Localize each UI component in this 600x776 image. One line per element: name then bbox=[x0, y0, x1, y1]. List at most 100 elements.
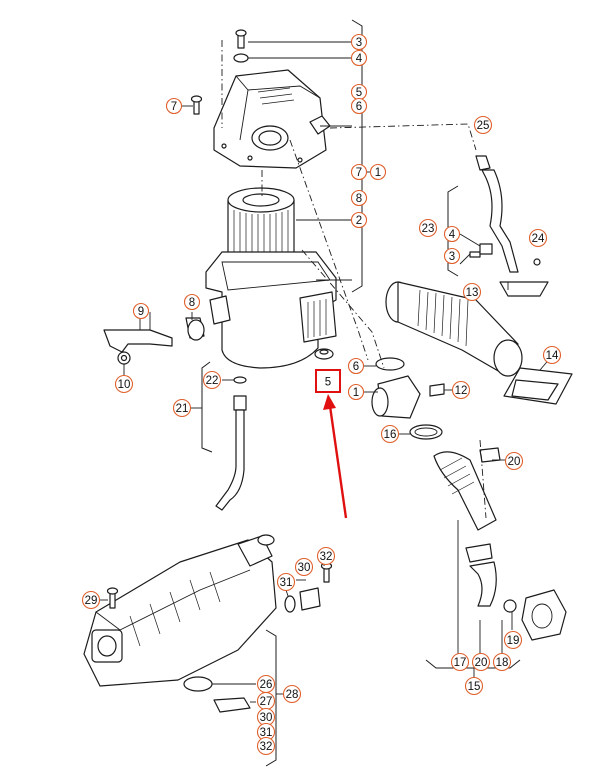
callout-ring bbox=[471, 652, 491, 672]
intake-connector bbox=[371, 357, 445, 440]
callout-ring bbox=[504, 451, 524, 471]
air-filter-element bbox=[227, 187, 295, 264]
callout-ring bbox=[450, 652, 470, 672]
callout-ring bbox=[473, 115, 493, 135]
highlight-marker bbox=[315, 369, 348, 519]
callout-ring bbox=[347, 357, 365, 375]
callout-4: 4 bbox=[443, 225, 461, 243]
callout-ring bbox=[114, 374, 134, 394]
callout-ring bbox=[172, 398, 192, 418]
callout-4: 4 bbox=[350, 49, 368, 67]
callout-ring bbox=[369, 163, 387, 181]
callout-number: 32 bbox=[320, 551, 333, 563]
air-filter-cover bbox=[182, 29, 331, 169]
callout-ring bbox=[132, 302, 150, 320]
callout-31: 31 bbox=[256, 722, 276, 742]
callout-number: 24 bbox=[532, 233, 545, 245]
callout-15: 15 bbox=[464, 676, 484, 696]
callout-ring bbox=[451, 380, 471, 400]
callout-number: 25 bbox=[477, 120, 490, 132]
callout-number: 15 bbox=[468, 681, 481, 693]
callout-number: 6 bbox=[356, 101, 362, 113]
callout-1: 1 bbox=[369, 163, 387, 181]
callout-number: 30 bbox=[298, 562, 311, 574]
callout-ring bbox=[528, 228, 548, 248]
callout-8: 8 bbox=[350, 189, 368, 207]
callout-20: 20 bbox=[471, 652, 491, 672]
callout-16: 16 bbox=[380, 424, 400, 444]
callout-23: 23 bbox=[418, 218, 438, 238]
callout-ring bbox=[282, 684, 302, 704]
callout-ring bbox=[464, 676, 484, 696]
callout-ring bbox=[380, 424, 400, 444]
callout-26: 26 bbox=[256, 674, 276, 694]
callout-number: 1 bbox=[353, 387, 359, 399]
callout-6: 6 bbox=[350, 97, 368, 115]
callout-30: 30 bbox=[256, 707, 276, 727]
callout-ring bbox=[350, 163, 368, 181]
callout-14: 14 bbox=[542, 345, 562, 365]
callout-20: 20 bbox=[504, 451, 524, 471]
callout-number: 14 bbox=[546, 350, 559, 362]
callout-number: 16 bbox=[384, 429, 397, 441]
callout-ring bbox=[542, 345, 562, 365]
callout-22: 22 bbox=[202, 370, 222, 390]
callout-ring bbox=[350, 33, 368, 51]
callout-number: 13 bbox=[466, 287, 479, 299]
callout-number: 7 bbox=[356, 167, 362, 179]
callout-ring bbox=[443, 225, 461, 243]
callout-ring bbox=[81, 590, 101, 610]
callout-ring bbox=[347, 383, 365, 401]
callout-7: 7 bbox=[350, 163, 368, 181]
callout-number: 17 bbox=[454, 657, 467, 669]
callout-number: 19 bbox=[507, 635, 520, 647]
callout-number: 3 bbox=[356, 37, 362, 49]
callout-number: 8 bbox=[189, 297, 195, 309]
callout-31: 31 bbox=[276, 572, 296, 592]
callout-5: 5 bbox=[350, 83, 368, 101]
leader-lines bbox=[100, 41, 553, 703]
callout-number: 30 bbox=[260, 712, 273, 724]
callout-18: 18 bbox=[492, 652, 512, 672]
air-filter-housing bbox=[205, 251, 337, 369]
callout-number: 21 bbox=[176, 403, 189, 415]
callout-number: 9 bbox=[138, 306, 144, 318]
callout-number: 12 bbox=[455, 385, 468, 397]
callout-number: 18 bbox=[496, 657, 509, 669]
duct-flange bbox=[503, 367, 573, 405]
callout-30: 30 bbox=[294, 557, 314, 577]
callout-number: 31 bbox=[260, 727, 273, 739]
callout-number: 6 bbox=[353, 361, 359, 373]
callout-number: 29 bbox=[85, 595, 98, 607]
intake-duct bbox=[385, 281, 523, 377]
callout-24: 24 bbox=[528, 228, 548, 248]
callout-number: 28 bbox=[286, 689, 299, 701]
callout-6: 6 bbox=[347, 357, 365, 375]
lower-hose-assembly bbox=[433, 447, 567, 660]
intake-manifold bbox=[83, 534, 333, 713]
callout-ring bbox=[276, 572, 296, 592]
callout-32: 32 bbox=[256, 736, 276, 756]
callout-ring bbox=[183, 293, 201, 311]
callout-1: 1 bbox=[347, 383, 365, 401]
callout-ring bbox=[418, 218, 438, 238]
breather-hose bbox=[215, 376, 247, 511]
callout-number: 31 bbox=[280, 577, 293, 589]
callout-ring bbox=[443, 247, 461, 265]
callout-number: 7 bbox=[171, 101, 177, 113]
callout-ring bbox=[350, 211, 368, 229]
callout-number: 3 bbox=[449, 251, 455, 263]
callout-3: 3 bbox=[350, 33, 368, 51]
callout-number: 32 bbox=[260, 741, 273, 753]
callout-2: 2 bbox=[350, 211, 368, 229]
callout-number: 2 bbox=[356, 215, 362, 227]
callout-number: 4 bbox=[356, 53, 363, 65]
callout-17: 17 bbox=[450, 652, 470, 672]
callout-12: 12 bbox=[451, 380, 471, 400]
callout-ring bbox=[202, 370, 222, 390]
callout-8: 8 bbox=[183, 293, 201, 311]
callout-ring bbox=[316, 546, 336, 566]
callout-3: 3 bbox=[443, 247, 461, 265]
callout-ring bbox=[503, 630, 523, 650]
